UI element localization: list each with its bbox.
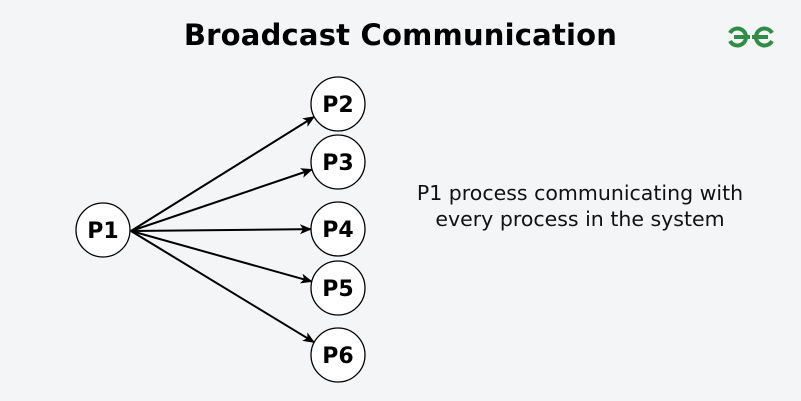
process-node-p1: P1 — [75, 202, 131, 258]
arrow-p1-to-p2 — [130, 115, 316, 232]
node-circle — [310, 134, 366, 190]
node-label: P2 — [322, 93, 353, 118]
node-circle — [310, 260, 366, 316]
node-label: P5 — [322, 277, 353, 302]
diagram-caption: P1 process communicating with every proc… — [416, 181, 744, 231]
node-circle — [75, 202, 131, 258]
process-node-p2: P2 — [310, 76, 366, 132]
arrow-p1-to-p4 — [130, 224, 313, 235]
node-label: P1 — [87, 219, 118, 244]
process-node-p4: P4 — [310, 201, 366, 257]
node-label: P3 — [322, 151, 353, 176]
node-circle — [310, 76, 366, 132]
node-label: P4 — [322, 218, 353, 243]
diagram-title: Broadcast Communication — [183, 18, 618, 52]
arrow-p1-to-p3 — [130, 168, 314, 232]
node-label: P6 — [322, 344, 353, 369]
geeksforgeeks-logo-icon — [728, 26, 774, 48]
process-node-p6: P6 — [310, 327, 366, 383]
node-circle — [310, 201, 366, 257]
arrow-p1-to-p6 — [130, 230, 316, 344]
node-circle — [310, 327, 366, 383]
process-node-p3: P3 — [310, 134, 366, 190]
process-node-p5: P5 — [310, 260, 366, 316]
arrow-p1-to-p5 — [130, 230, 313, 284]
